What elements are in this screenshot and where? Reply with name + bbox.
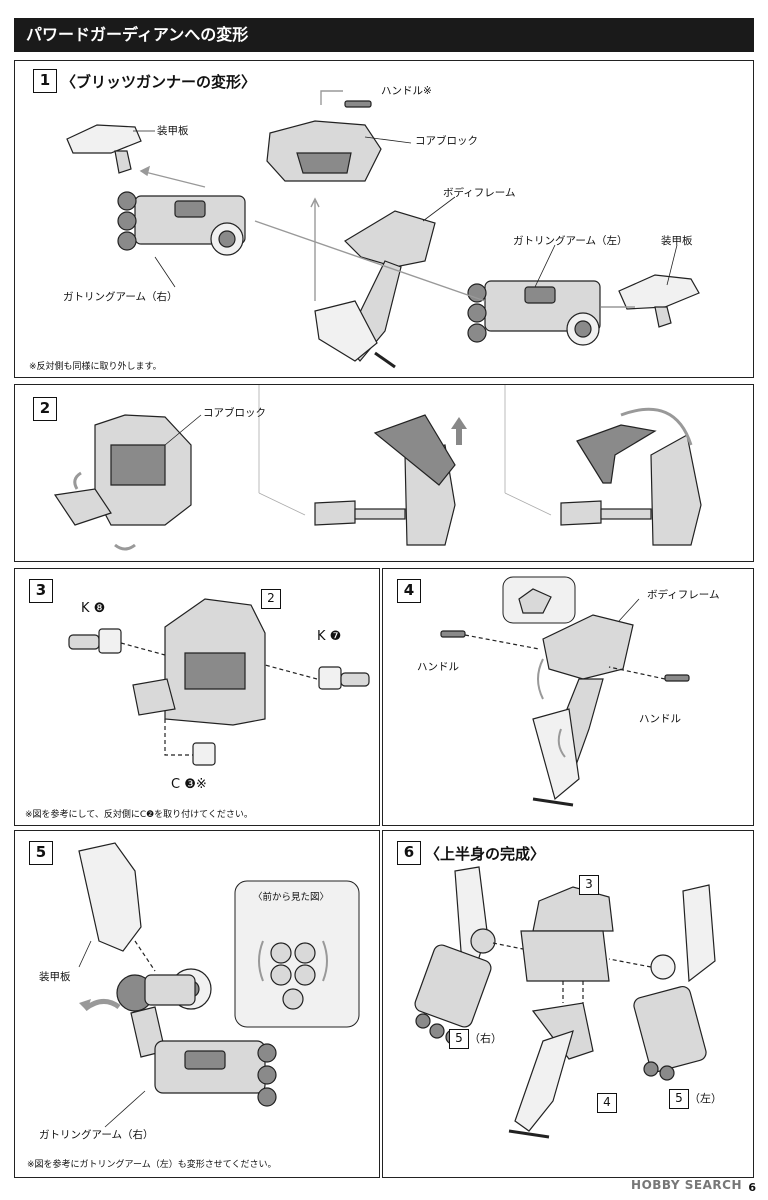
part-k8-number: ❽	[93, 601, 106, 616]
core-block-label: コアブロック	[203, 407, 266, 419]
step-6-ref-right-box: 5	[669, 1089, 689, 1109]
front-view-label: 〈前から見た図〉	[253, 892, 330, 903]
step-4-illustration	[440, 576, 690, 807]
part-k8-label: K ❽	[81, 601, 105, 616]
step-3-panel: 3 2 K ❽ K ❼ C ❸※ ※図を参考にして、反対側にC❷を取り付けてくだ…	[14, 568, 380, 826]
armor-plate-label: 装甲板	[157, 125, 189, 137]
watermark: HOBBY SEARCH	[631, 1178, 742, 1192]
step-1-illustration	[66, 90, 700, 369]
step-6-ref-left-box: 5	[449, 1029, 469, 1049]
armor-plate-label: 装甲板	[39, 971, 71, 983]
step-6-ref-right: 5（左）	[669, 1089, 722, 1109]
part-c3-label: C ❸※	[171, 777, 207, 792]
step-6-title: 〈上半身の完成〉	[425, 845, 546, 863]
page-header: パワードガーディアンへの変形	[14, 18, 754, 52]
gatling-arm-right-label: ガトリングアーム（右）	[63, 291, 178, 303]
step-1-number: 1	[33, 69, 57, 93]
step-2-panel: 2 コアブロック	[14, 384, 754, 562]
step-5-note: ※図を参考にガトリングアーム（左）も変形させてください。	[27, 1160, 277, 1170]
part-c3-letter: C	[171, 777, 181, 792]
part-k7-number: ❼	[329, 629, 342, 644]
handle-right-label: ハンドル	[639, 713, 681, 725]
step-1-title: 〈ブリッツガンナーの変形〉	[61, 73, 257, 91]
step-6-ref-top: 3	[579, 875, 599, 895]
part-k7-label: K ❼	[317, 629, 341, 644]
page-title: パワードガーディアンへの変形	[26, 25, 249, 44]
step-5-panel: 5 装甲板 〈前から見た図〉 ガトリングアーム（右） ※図を参考にガトリングアー…	[14, 830, 380, 1178]
part-k8-letter: K	[81, 601, 90, 616]
step-6-ref-right-suffix: （左）	[689, 1092, 722, 1105]
step-6-ref-bottom: 4	[597, 1093, 617, 1113]
page-number: 6	[748, 1181, 756, 1194]
step-2-number: 2	[33, 397, 57, 421]
step-3-illustration	[68, 598, 370, 766]
body-frame-label: ボディフレーム	[443, 187, 516, 199]
step-6-ref-left-suffix: （右）	[469, 1032, 502, 1045]
step-4-panel: 4 ボディフレーム ハンドル ハンドル	[382, 568, 754, 826]
handle-label: ハンドル※	[381, 85, 432, 97]
step-4-number: 4	[397, 579, 421, 603]
step-5-illustration	[78, 842, 360, 1128]
step-3-ref-box: 2	[261, 589, 281, 609]
step-3-note: ※図を参考にして、反対側にC❷を取り付けてください。	[25, 810, 253, 820]
gatling-arm-right-label: ガトリングアーム（右）	[39, 1129, 154, 1141]
step-3-number: 3	[29, 579, 53, 603]
part-c3-number: ❸※	[184, 777, 207, 792]
handle-left-label: ハンドル	[417, 661, 459, 673]
armor-plate-right-label: 装甲板	[661, 235, 693, 247]
step-1-note: ※反対側も同様に取り外します。	[29, 362, 162, 372]
step-6-ref-left: 5（右）	[449, 1029, 502, 1049]
gatling-arm-left-label: ガトリングアーム（左）	[513, 235, 628, 247]
step-1-panel: 1 〈ブリッツガンナーの変形〉	[14, 60, 754, 378]
step-6-number: 6	[397, 841, 421, 865]
step-5-number: 5	[29, 841, 53, 865]
step-6-panel: 6 〈上半身の完成〉 3 5（右） 5（左） 4	[382, 830, 754, 1178]
core-block-label: コアブロック	[415, 135, 478, 147]
body-frame-label: ボディフレーム	[647, 589, 720, 601]
part-k7-letter: K	[317, 629, 326, 644]
step-6-illustration	[414, 866, 716, 1139]
step-2-illustration	[53, 385, 702, 551]
